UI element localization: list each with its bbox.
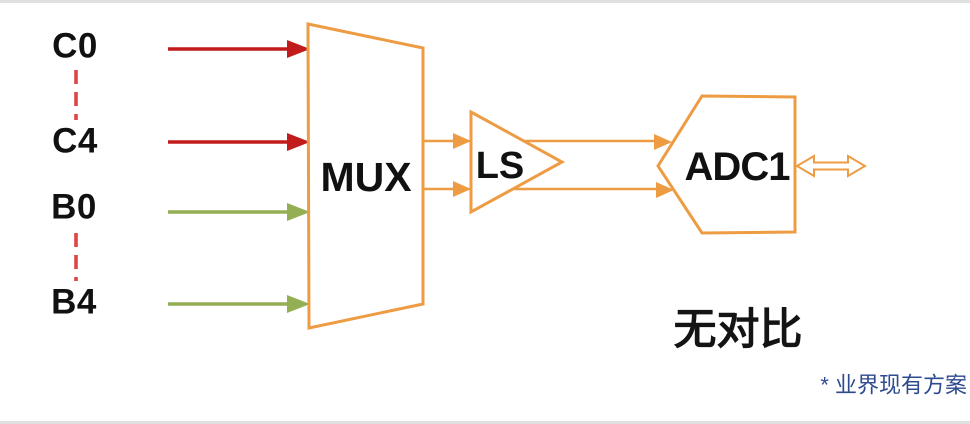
- adc-label: ADC1: [685, 145, 791, 189]
- mux-block: [306, 22, 425, 330]
- ls-input-arrowhead-top: [453, 133, 471, 149]
- input-arrow-b0: [168, 203, 310, 221]
- input-label-c4: C4: [52, 122, 98, 161]
- input-arrow-c4: [168, 133, 310, 151]
- bottom-edge-divider: [0, 421, 970, 424]
- bidirectional-output-arrow: [795, 154, 867, 178]
- footnote-text: * 业界现有方案: [820, 373, 967, 398]
- input-label-b4: B4: [51, 283, 97, 322]
- ls-input-arrowhead-bottom: [453, 181, 471, 197]
- ls-label: LS: [476, 145, 525, 187]
- input-label-b0: B0: [51, 188, 97, 227]
- adc-input-arrowhead-top: [654, 134, 672, 150]
- ls-block: [469, 109, 566, 215]
- input-arrow-b4: [168, 295, 310, 313]
- input-label-c0: C0: [52, 27, 98, 66]
- top-edge-divider: [0, 0, 970, 3]
- adc-block: [656, 94, 797, 235]
- adc-input-arrowhead-bottom: [656, 182, 674, 198]
- caption-text: 无对比: [674, 306, 803, 354]
- mux-label: MUX: [320, 154, 411, 200]
- input-arrow-c0: [168, 40, 310, 58]
